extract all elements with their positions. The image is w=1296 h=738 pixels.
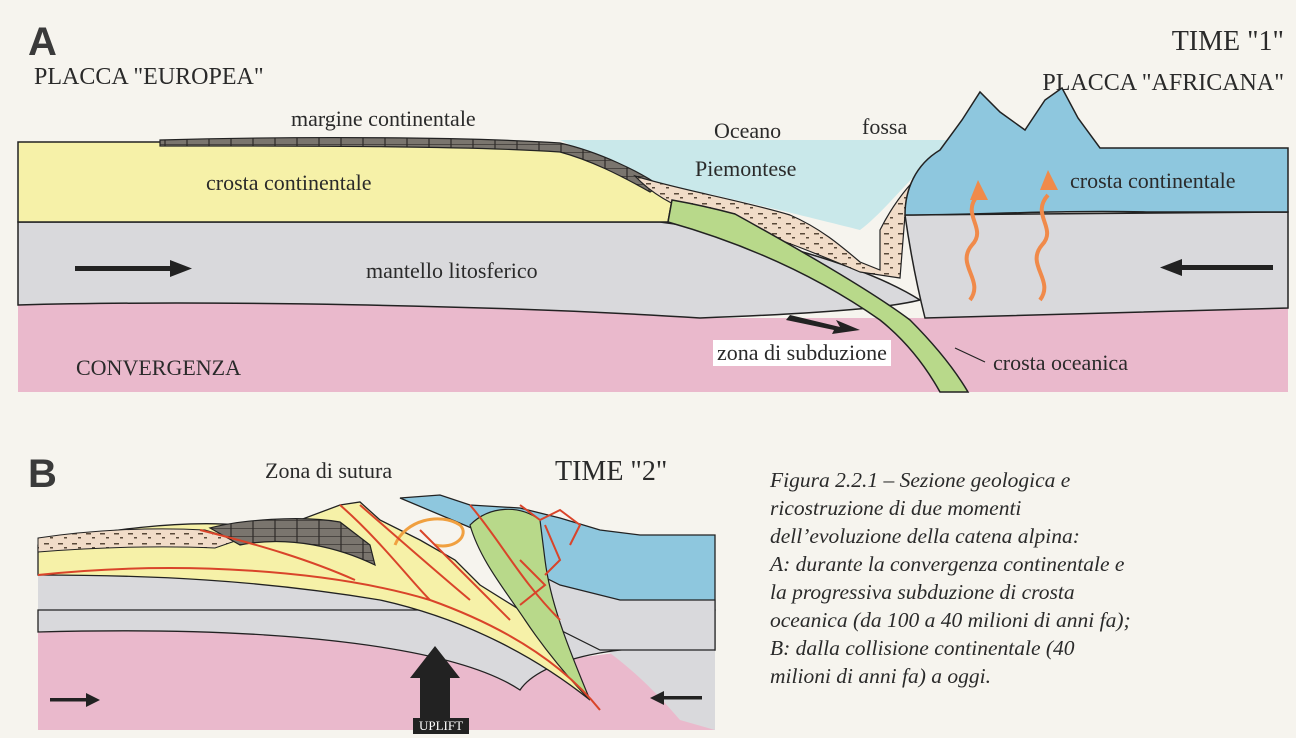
figure-caption: Figura 2.2.1 – Sezione geologica e ricos… <box>770 466 1131 690</box>
caption-line: oceanica (da 100 a 40 milioni di anni fa… <box>770 606 1131 634</box>
caption-line: Figura 2.2.1 – Sezione geologica e <box>770 466 1131 494</box>
caption-line: milioni di anni fa) a oggi. <box>770 662 1131 690</box>
label-uplift: UPLIFT <box>413 718 469 734</box>
caption-line: dell’evoluzione della catena alpina: <box>770 522 1131 550</box>
caption-line: la progressiva subduzione di crosta <box>770 578 1131 606</box>
caption-line: ricostruzione di due momenti <box>770 494 1131 522</box>
caption-line: B: dalla collisione continentale (40 <box>770 634 1131 662</box>
caption-line: A: durante la convergenza continentale e <box>770 550 1131 578</box>
